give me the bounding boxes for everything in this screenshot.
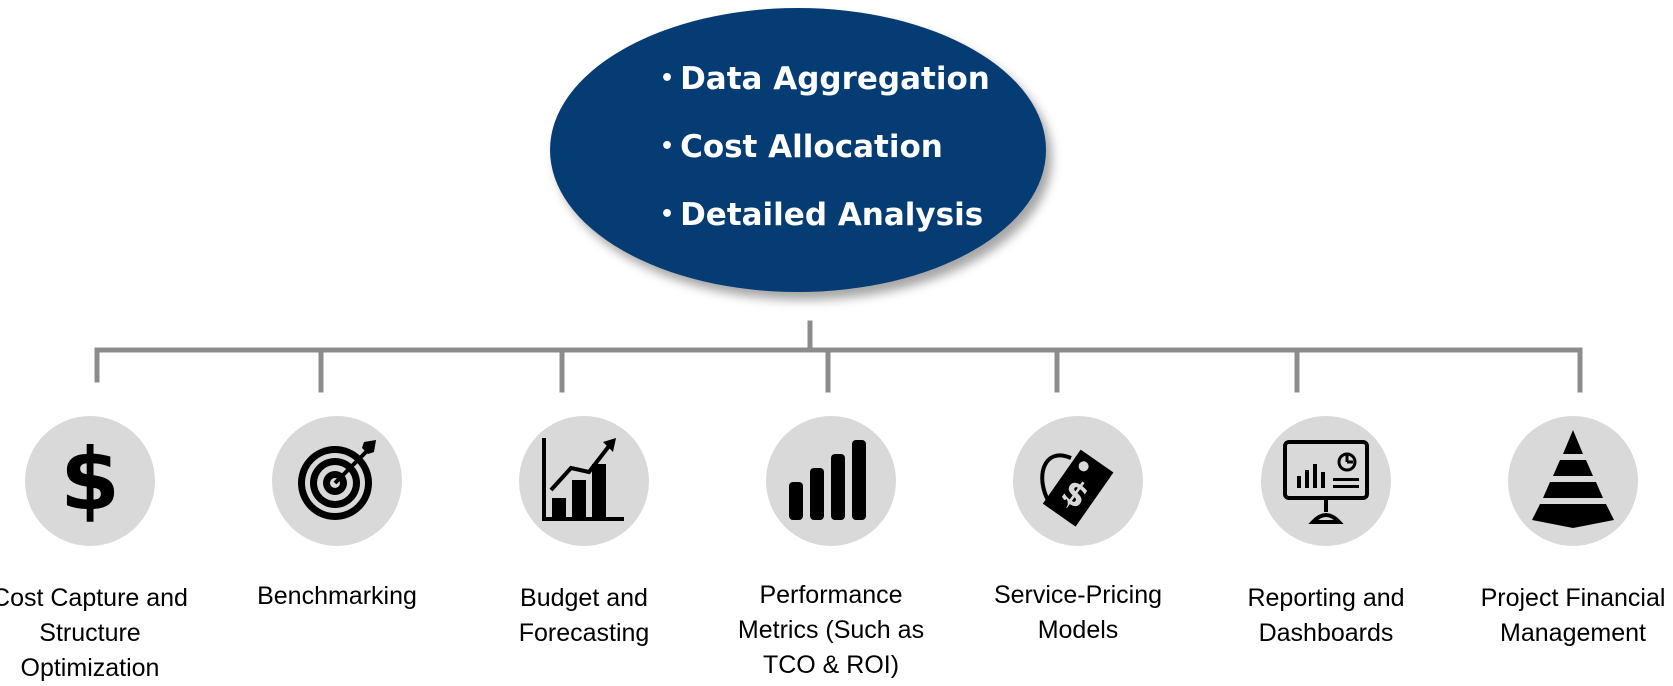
target-icon [298, 440, 376, 520]
label-performance: Performance Metrics (Such as TCO & ROI) [737, 581, 925, 679]
icon-circle-pricing: $ [1013, 416, 1143, 546]
bullet-text: Cost Allocation [680, 129, 943, 165]
label-project: Project Financial Management [1480, 584, 1666, 647]
icon-circle-budget [519, 416, 649, 546]
bullet-dot-icon: • [660, 66, 675, 91]
label-pricing: Service-Pricing Models [993, 581, 1163, 644]
icon-circle-project [1508, 416, 1638, 546]
bullet-dot-icon: • [660, 202, 675, 227]
bullet-item: •Data Aggregation [660, 62, 990, 130]
bar-growth-chart-icon [542, 438, 624, 521]
icon-circle-cost-capture: $ [25, 416, 155, 546]
label-budget: Budget and Forecasting [518, 584, 650, 647]
label-cost-capture: Cost Capture and Structure Optimization [0, 584, 188, 682]
price-tag-icon: $ [1040, 449, 1114, 527]
icon-circle-reporting [1261, 416, 1391, 546]
central-bullet-list: •Data Aggregation •Cost Allocation •Deta… [660, 62, 990, 266]
svg-text:$: $ [60, 430, 120, 530]
dollar-sign-icon: $ [60, 430, 120, 530]
label-reporting: Reporting and Dashboards [1247, 584, 1405, 647]
label-benchmarking: Benchmarking [257, 582, 417, 610]
icon-circle-performance [766, 416, 896, 546]
central-ellipse [550, 8, 1046, 292]
bullet-text: Detailed Analysis [680, 197, 984, 233]
bullet-item: •Detailed Analysis [660, 198, 990, 266]
icon-circle-benchmarking [272, 416, 402, 546]
signal-bars-icon [789, 440, 866, 520]
bullet-item: •Cost Allocation [660, 130, 990, 198]
bullet-text: Data Aggregation [680, 61, 990, 97]
bullet-dot-icon: • [660, 134, 675, 159]
dashboard-monitor-icon [1283, 440, 1369, 524]
pyramid-icon [1532, 430, 1614, 528]
